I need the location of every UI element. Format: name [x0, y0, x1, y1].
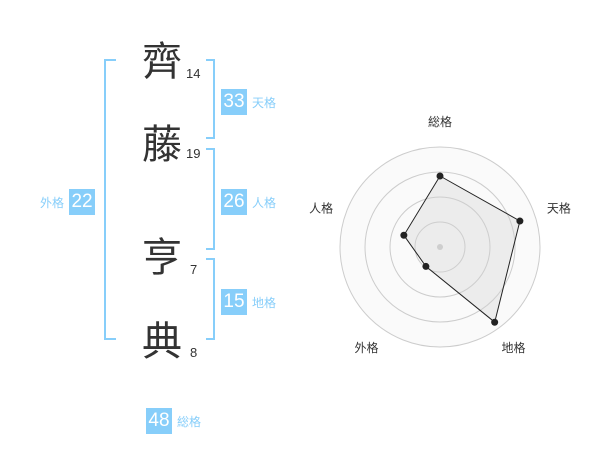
name-char-4: 典 — [142, 319, 182, 365]
tenkaku-bracket — [206, 59, 215, 139]
stroke-count-4: 8 — [190, 345, 198, 360]
soukaku-value: 48 — [146, 408, 172, 434]
chikaku-badge: 15 地格 — [221, 289, 276, 315]
chikaku-bracket — [206, 258, 215, 340]
gaikaku-bracket — [104, 59, 116, 340]
radar-point-2 — [516, 217, 524, 225]
name-char-1: 齊 — [142, 39, 182, 85]
radar-center — [437, 244, 443, 250]
radar-polygon-group — [400, 172, 524, 326]
radar-axis-label-5: 人格 — [309, 200, 333, 215]
gaikaku-value: 22 — [69, 189, 96, 215]
radar-axis-label-3: 地格 — [501, 340, 525, 355]
jinkaku-bracket — [206, 148, 215, 250]
tenkaku-label: 天格 — [252, 95, 277, 110]
radar-series-polygon — [403, 175, 521, 324]
chikaku-value: 15 — [221, 289, 247, 315]
soukaku-label: 総格 — [177, 414, 202, 429]
soukaku-badge: 48 総格 — [146, 408, 201, 434]
stroke-count-1: 14 — [186, 66, 201, 81]
radar-point-3 — [491, 318, 499, 326]
stroke-count-2: 19 — [186, 146, 201, 161]
radar-rings — [339, 146, 541, 348]
stroke-count-3: 7 — [190, 262, 198, 277]
chikaku-label: 地格 — [252, 295, 277, 310]
gaikaku-label: 外格 — [40, 195, 65, 210]
gaikaku-badge: 外格 22 — [40, 189, 96, 215]
radar-axis-label-2: 天格 — [547, 200, 571, 215]
jinkaku-badge: 26 人格 — [221, 189, 276, 215]
name-char-3: 亨 — [142, 235, 182, 281]
radar-axis-label-1: 総格 — [428, 114, 452, 129]
radar-point-4 — [422, 262, 430, 270]
jinkaku-label: 人格 — [252, 195, 277, 210]
jinkaku-value: 26 — [221, 189, 247, 215]
radar-axis-label-4: 外格 — [354, 340, 378, 355]
tenkaku-value: 33 — [221, 89, 247, 115]
tenkaku-badge: 33 天格 — [221, 89, 276, 115]
radar-point-1 — [436, 172, 444, 180]
radar-point-5 — [400, 231, 408, 239]
name-char-2: 藤 — [142, 122, 182, 168]
